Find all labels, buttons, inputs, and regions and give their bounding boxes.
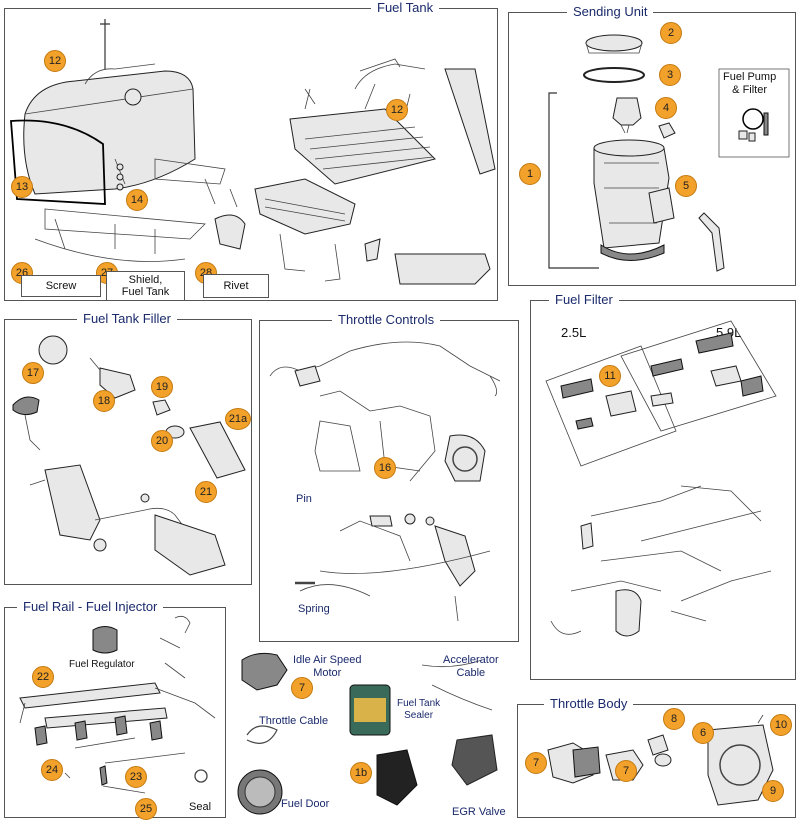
egr-valve-label: EGR Valve	[452, 806, 506, 818]
sending-unit-badge-5[interactable]: 5	[675, 175, 697, 197]
shield-label: Shield, Fuel Tank	[106, 271, 185, 301]
throttle-body-badge-8[interactable]: 8	[663, 708, 685, 730]
filter-25l-label: 2.5L	[561, 325, 587, 340]
fuel-tank-illustration	[10, 19, 496, 285]
fuel-tank-sealer-label: Fuel Tank Sealer	[397, 698, 441, 721]
filler-badge-18[interactable]: 18	[93, 390, 115, 412]
misc-badge-1b[interactable]: 1b	[350, 762, 372, 784]
sending-unit-badge-2[interactable]: 2	[660, 22, 682, 44]
fuel-rail-badge-24[interactable]: 24	[41, 759, 63, 781]
sending-unit-panel: Sending Unit 2 3 4 1 5 Fuel Pump & Filte…	[508, 4, 796, 286]
fuel-tank-panel: Fuel Tank 12 12	[4, 0, 498, 301]
throttle-body-title: Throttle Body	[544, 696, 634, 711]
throttle-body-illustration	[547, 714, 774, 806]
throttle-body-badge-7a[interactable]: 7	[525, 752, 547, 774]
spring-label: Spring	[298, 603, 330, 615]
misc-parts-illustration	[237, 652, 498, 815]
fuel-tank-filler-title: Fuel Tank Filler	[77, 311, 177, 326]
filler-badge-17[interactable]: 17	[22, 362, 44, 384]
filler-badge-21a[interactable]: 21a	[225, 408, 251, 430]
throttle-controls-badge-16[interactable]: 16	[374, 457, 396, 479]
filler-badge-21[interactable]: 21	[195, 481, 217, 503]
sending-unit-badge-4[interactable]: 4	[655, 97, 677, 119]
fuel-door-label: Fuel Door	[281, 798, 330, 810]
throttle-body-badge-9[interactable]: 9	[762, 780, 784, 802]
rivet-label: Rivet	[203, 274, 269, 298]
fuel-tank-badge-12a[interactable]: 12	[44, 50, 66, 72]
filler-badge-20[interactable]: 20	[151, 430, 173, 452]
fuel-tank-title: Fuel Tank	[371, 0, 440, 15]
throttle-controls-panel: Throttle Controls 16 Pin Spring	[259, 312, 519, 642]
fuel-regulator-label: Fuel Regulator	[69, 659, 135, 670]
throttle-body-badge-7b[interactable]: 7	[615, 760, 637, 782]
fuel-tank-badge-12b[interactable]: 12	[386, 99, 408, 121]
idle-air-speed-label: Idle Air Speed Motor	[293, 654, 362, 679]
throttle-controls-title: Throttle Controls	[332, 312, 441, 327]
throttle-body-badge-10[interactable]: 10	[770, 714, 792, 736]
throttle-body-badge-6[interactable]: 6	[692, 722, 714, 744]
misc-badge-7[interactable]: 7	[291, 677, 313, 699]
fuel-rail-badge-22[interactable]: 22	[32, 666, 54, 688]
sending-unit-badge-3[interactable]: 3	[659, 64, 681, 86]
fuel-rail-panel: Fuel Rail - Fuel Injector Fuel Regulator…	[4, 599, 226, 820]
filler-badge-19[interactable]: 19	[151, 376, 173, 398]
fuel-filter-title: Fuel Filter	[549, 292, 619, 307]
fuel-rail-title: Fuel Rail - Fuel Injector	[17, 599, 164, 614]
fuel-pump-label: Fuel Pump & Filter	[723, 71, 777, 96]
throttle-controls-illustration	[269, 341, 501, 622]
fuel-rail-badge-25[interactable]: 25	[135, 798, 157, 820]
fuel-filter-illustration	[545, 320, 777, 637]
fuel-tank-filler-panel: Fuel Tank Filler 17 18 19 20 21a 21	[4, 311, 252, 585]
accelerator-cable-label: Accelerator Cable	[443, 654, 499, 679]
fuel-tank-badge-14[interactable]: 14	[126, 189, 148, 211]
sending-unit-illustration	[548, 34, 790, 272]
fuel-rail-badge-23[interactable]: 23	[125, 766, 147, 788]
sending-unit-title: Sending Unit	[567, 4, 654, 19]
fuel-filter-badge-11[interactable]: 11	[599, 365, 621, 387]
throttle-cable-label: Throttle Cable	[259, 715, 329, 727]
sending-unit-badge-1[interactable]: 1	[519, 163, 541, 185]
fuel-rail-illustration	[19, 615, 216, 794]
seal-label: Seal	[189, 801, 212, 813]
pin-label: Pin	[296, 493, 312, 505]
fuel-filter-panel: Fuel Filter 2.5L 5.9L 11	[530, 292, 796, 680]
fuel-tank-filler-illustration	[12, 335, 246, 576]
throttle-body-panel: Throttle Body 8 10 6 7 7 9	[517, 696, 796, 818]
screw-label: Screw	[21, 275, 101, 297]
fuel-tank-badge-13[interactable]: 13	[11, 176, 33, 198]
